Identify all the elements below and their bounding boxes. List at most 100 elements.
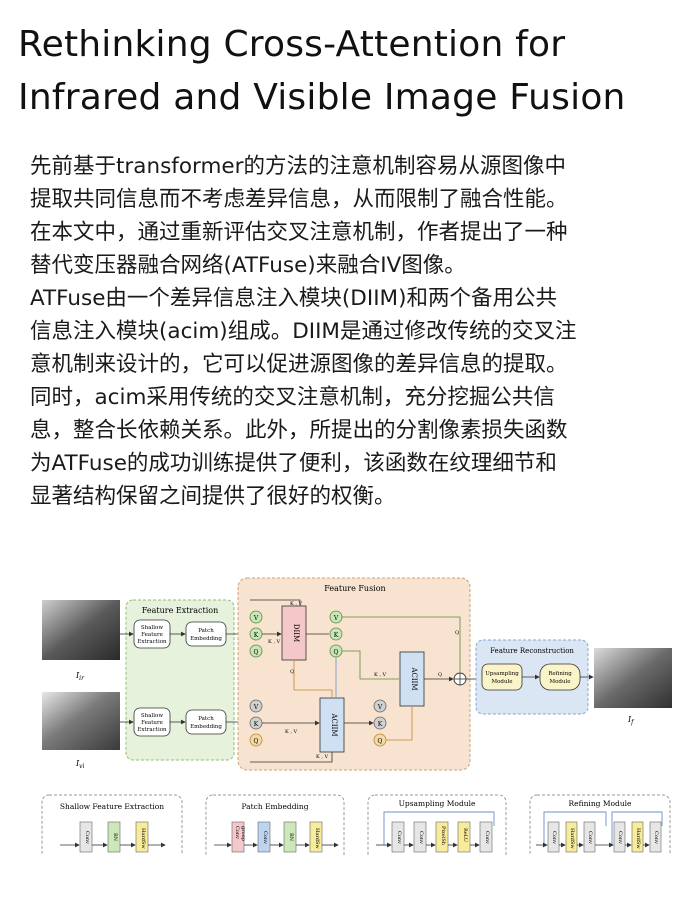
fused-image-label: If — [627, 715, 635, 726]
feature-fusion-title: Feature Fusion — [324, 584, 385, 593]
svg-text:K: K — [378, 721, 383, 728]
svg-text:HardSw: HardSw — [635, 828, 641, 849]
svg-text:HardSw: HardSw — [140, 828, 146, 849]
feature-reconstruction-title: Feature Reconstruction — [490, 647, 574, 655]
svg-text:ReLU: ReLU — [462, 828, 468, 842]
svg-text:HardSw: HardSw — [314, 828, 320, 849]
svg-text:K , V: K , V — [290, 601, 303, 607]
svg-text:ACIIM: ACIIM — [410, 666, 418, 690]
svg-text:Shallow Feature Extraction: Shallow Feature Extraction — [60, 802, 164, 811]
svg-text:Conv: Conv — [587, 831, 593, 844]
svg-text:K: K — [254, 721, 259, 728]
svg-text:Patch: Patch — [198, 716, 214, 722]
refining-module-block — [539, 663, 581, 691]
svg-text:Shallow: Shallow — [141, 713, 163, 719]
paragraph-line: 提取共同信息而不考虑差异信息，从而限制了融合性能。 — [30, 187, 568, 212]
svg-text:K , V: K , V — [374, 672, 387, 678]
aciim-block — [399, 651, 425, 707]
svg-text:V: V — [253, 615, 259, 622]
page-title: Rethinking Cross-Attention for Infrared … — [18, 18, 688, 124]
value-node — [373, 699, 387, 713]
svg-text:DIIM: DIIM — [292, 624, 300, 642]
svg-text:Q: Q — [455, 630, 459, 636]
svg-text:Refining: Refining — [548, 671, 572, 677]
query-node — [249, 644, 263, 658]
paragraph-line: 先前基于transformer的方法的注意机制容易从源图像中 — [30, 154, 566, 179]
feature-fusion-panel — [237, 577, 471, 771]
svg-text:Feature: Feature — [141, 632, 163, 638]
svg-text:BN: BN — [288, 833, 294, 842]
svg-text:V: V — [333, 615, 339, 622]
query-node — [249, 733, 263, 747]
svg-text:Shallow: Shallow — [141, 625, 163, 631]
detail-patch-embedding: Patch Embedding Conv group Conv BN HardS… — [205, 794, 345, 866]
svg-text:K , V: K , V — [268, 639, 281, 645]
title-line-2: Infrared and Visible Image Fusion — [18, 77, 626, 118]
feature-extraction-title: Feature Extraction — [142, 606, 218, 615]
svg-text:Extraction: Extraction — [137, 727, 167, 733]
infrared-image — [42, 600, 120, 660]
svg-text:Q: Q — [290, 669, 294, 675]
svg-text:Conv: Conv — [484, 831, 490, 844]
svg-text:Conv: Conv — [551, 831, 557, 844]
svg-text:Upsampling Module: Upsampling Module — [399, 799, 476, 808]
svg-text:Refining Module: Refining Module — [569, 799, 633, 808]
svg-text:Conv: Conv — [396, 831, 402, 844]
svg-text:Patch: Patch — [198, 628, 214, 634]
svg-text:Module: Module — [491, 679, 512, 685]
svg-text:Extraction: Extraction — [137, 639, 167, 645]
visible-image — [42, 692, 120, 750]
title-line-1: Rethinking Cross-Attention for — [18, 24, 566, 65]
svg-text:Upsampling: Upsampling — [485, 671, 519, 677]
svg-text:HardSw: HardSw — [569, 828, 575, 849]
svg-text:Patch Embedding: Patch Embedding — [241, 802, 308, 811]
value-node — [249, 610, 263, 624]
svg-text:V: V — [377, 704, 383, 711]
svg-text:group: group — [240, 826, 246, 841]
fused-image — [594, 648, 672, 708]
vi-image-label: Ivi — [75, 759, 85, 770]
paragraph-line: 在本文中，通过重新评估交叉注意机制，作者提出了一种 — [30, 220, 568, 245]
svg-text:K: K — [334, 632, 339, 639]
upsampling-module-block — [481, 663, 523, 691]
paragraph-line: ATFuse由一个差异信息注入模块(DIIM)和两个备用公共 — [30, 286, 557, 311]
svg-text:Conv: Conv — [84, 831, 90, 844]
svg-text:Q: Q — [334, 649, 339, 656]
paragraph-line: 显著结构保留之间提供了很好的权衡。 — [30, 484, 396, 509]
paragraph-line: 为ATFuse的成功训练提供了便利，该函数在纹理细节和 — [30, 451, 557, 476]
paragraph-line: 意机制来设计的，它可以促进源图像的差异信息的提取。 — [30, 352, 568, 377]
detail-refining-module: Refining Module Conv HardSw Conv Conv Ha… — [529, 794, 671, 866]
svg-text:Conv: Conv — [234, 826, 240, 839]
svg-text:Conv: Conv — [617, 831, 623, 844]
paragraph-line: 同时，acim采用传统的交叉注意机制，充分挖掘公共信 — [30, 385, 555, 410]
patch-embedding-block-ir — [185, 621, 227, 647]
key-node — [373, 716, 387, 730]
svg-text:K: K — [254, 632, 259, 639]
svg-text:ACIIM: ACIIM — [330, 712, 338, 736]
architecture-diagram: Iir Ivi Feature Extraction Shallow Featu… — [41, 577, 672, 866]
svg-text:Q: Q — [438, 672, 442, 678]
svg-text:Q: Q — [378, 738, 383, 745]
patch-embedding-block-vi — [185, 709, 227, 735]
svg-text:Embedding: Embedding — [190, 636, 222, 642]
svg-text:V: V — [253, 704, 259, 711]
detail-shallow-feature-extraction: Shallow Feature Extraction Conv BN HardS… — [41, 794, 183, 866]
svg-text:Conv: Conv — [653, 831, 659, 844]
svg-text:Conv: Conv — [418, 831, 424, 844]
svg-text:Module: Module — [549, 679, 570, 685]
svg-text:K , V: K , V — [285, 729, 298, 735]
paragraph-line: 信息注入模块(acim)组成。DIIM是通过修改传统的交叉注 — [30, 319, 577, 344]
svg-text:K , V: K , V — [316, 754, 329, 760]
detail-upsampling-module: Upsampling Module Conv Conv PixelSh ReLU… — [367, 794, 507, 866]
svg-text:PixelSh: PixelSh — [440, 826, 446, 846]
paragraph-line: 息，整合长依赖关系。此外，所提出的分割像素损失函数 — [30, 418, 568, 443]
svg-text:Q: Q — [254, 738, 259, 745]
ir-image-label: Iir — [75, 671, 85, 682]
paragraph-line: 替代变压器融合网络(ATFuse)来融合IV图像。 — [30, 253, 466, 278]
abstract-paragraph: 先前基于transformer的方法的注意机制容易从源图像中 提取共同信息而不考… — [30, 150, 670, 513]
svg-text:Embedding: Embedding — [190, 724, 222, 730]
value-node — [249, 699, 263, 713]
svg-text:Q: Q — [254, 649, 259, 656]
key-node — [329, 627, 343, 641]
architecture-figure: Iir Ivi Feature Extraction Shallow Featu… — [0, 565, 694, 866]
